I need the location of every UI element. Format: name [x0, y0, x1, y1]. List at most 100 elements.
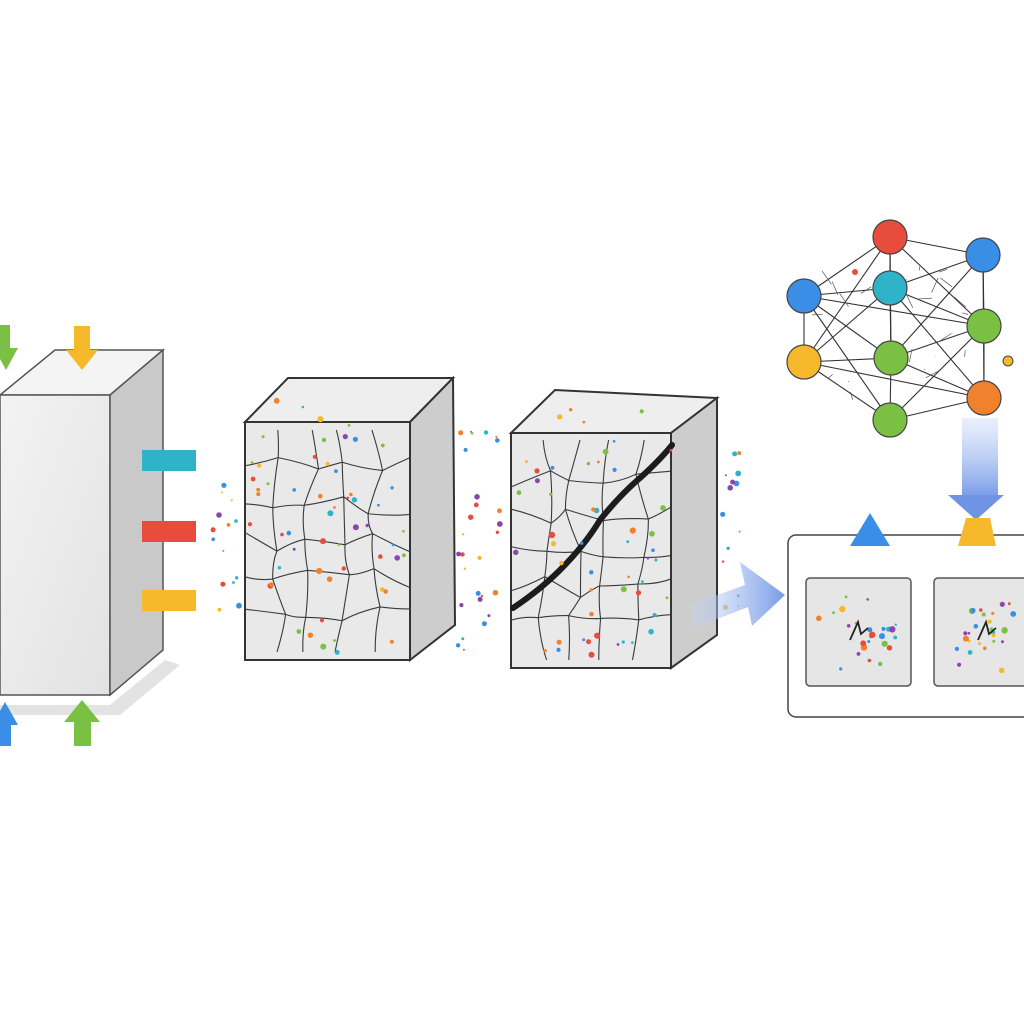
- particle: [351, 497, 358, 503]
- graph-edge: [803, 295, 985, 327]
- graph-node: [872, 219, 908, 255]
- particle: [594, 632, 601, 639]
- graph-edge: [803, 361, 985, 399]
- particle: [983, 646, 987, 651]
- particle: [337, 543, 341, 546]
- graph-edge: [803, 287, 891, 363]
- particle: [846, 624, 851, 628]
- particle: [669, 448, 673, 452]
- particle: [550, 541, 557, 547]
- particle: [550, 465, 555, 470]
- particle: [981, 612, 986, 617]
- particle: [867, 627, 873, 633]
- particle: [866, 598, 869, 601]
- particle: [627, 575, 630, 579]
- burst-crack: [977, 619, 997, 641]
- particle: [349, 492, 353, 497]
- particle: [333, 506, 336, 509]
- particle: [487, 614, 491, 618]
- particle: [333, 639, 336, 642]
- particle: [889, 626, 896, 633]
- particle: [292, 488, 297, 492]
- particle: [878, 661, 883, 667]
- particle: [591, 507, 596, 512]
- particle: [569, 408, 573, 412]
- output-marker-blue: [850, 513, 890, 546]
- graph-edge: [803, 295, 892, 359]
- flow-arrow-down: [948, 418, 1004, 520]
- particle: [649, 531, 655, 537]
- particle: [319, 618, 325, 623]
- graph-edge: [908, 349, 913, 363]
- particle: [616, 643, 620, 646]
- particle: [524, 460, 528, 464]
- particle: [856, 652, 861, 656]
- output-thumbnail-1: [805, 577, 912, 687]
- particle: [220, 491, 223, 494]
- particle-cluster: [473, 408, 742, 658]
- graph-nodes: [786, 219, 1014, 438]
- particle: [737, 451, 742, 456]
- particle: [586, 461, 591, 466]
- particle: [651, 548, 655, 552]
- particle: [250, 476, 256, 482]
- particle: [301, 405, 305, 409]
- particle: [458, 430, 464, 436]
- load-arrow-top-yellow: [66, 326, 98, 370]
- graph-edge: [839, 293, 849, 307]
- graph-node: [1002, 355, 1014, 367]
- graph-node: [873, 340, 909, 376]
- graph-edge: [831, 281, 839, 295]
- particle: [379, 587, 385, 592]
- particle: [1010, 611, 1017, 617]
- graph-node: [852, 269, 858, 275]
- particle: [334, 649, 340, 655]
- particle: [389, 639, 394, 644]
- graph-edge: [803, 295, 891, 421]
- graph-edge: [917, 297, 933, 300]
- graph-edge: [889, 325, 985, 421]
- graph-edge: [925, 369, 941, 379]
- particle: [481, 621, 487, 627]
- particle: [534, 478, 540, 484]
- particle: [1001, 640, 1004, 644]
- particle: [1007, 602, 1011, 606]
- particle: [217, 607, 222, 612]
- particle: [954, 646, 960, 652]
- particle: [639, 409, 644, 414]
- particle: [648, 628, 654, 635]
- particle: [495, 438, 500, 443]
- particle: [816, 615, 822, 622]
- particle: [832, 611, 835, 615]
- intact-block-shadow: [0, 660, 180, 715]
- microcracked-block: [210, 375, 480, 663]
- particle: [250, 461, 254, 464]
- particle: [221, 482, 227, 488]
- particle: [991, 633, 996, 638]
- graph-node: [966, 308, 1002, 344]
- particle: [860, 640, 867, 647]
- particle: [844, 595, 848, 599]
- particle: [280, 532, 284, 537]
- intact-block: [0, 348, 180, 715]
- particle: [869, 631, 876, 638]
- particle: [867, 640, 871, 643]
- particle: [320, 538, 326, 545]
- particle: [724, 474, 727, 477]
- particle: [377, 503, 380, 507]
- particle: [256, 463, 262, 468]
- graph-edge: [964, 350, 966, 357]
- graph-edge: [889, 236, 985, 327]
- particle: [867, 658, 872, 663]
- particle: [312, 454, 317, 459]
- particle: [589, 570, 594, 575]
- load-arrows: [0, 325, 196, 746]
- particle: [232, 581, 235, 584]
- particle: [380, 443, 385, 448]
- particle: [477, 596, 483, 602]
- particle: [970, 607, 976, 614]
- crack-lines: [244, 429, 411, 653]
- particle: [629, 527, 636, 534]
- particle: [402, 553, 406, 558]
